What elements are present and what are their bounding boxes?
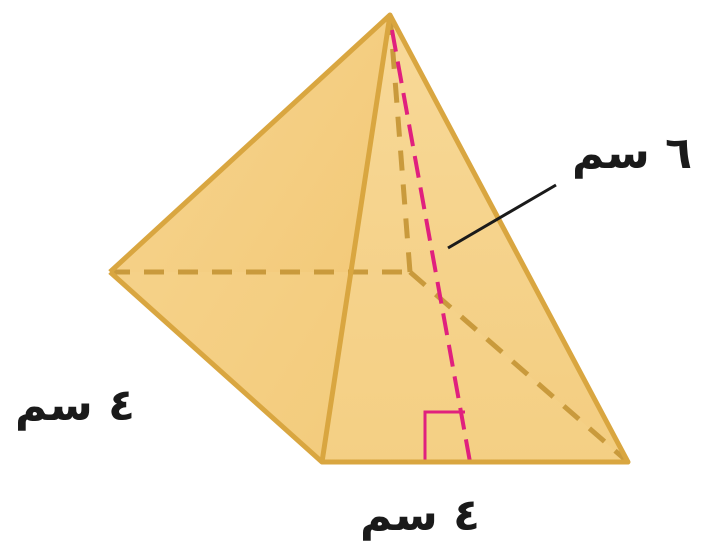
hidden-edge-apex-to-back — [387, 14, 413, 273]
slant-height-label: ٦ سم — [572, 128, 692, 179]
bottom-side-label: ٤ سم — [360, 490, 480, 541]
left-face — [110, 15, 390, 462]
hidden-base-tint — [110, 272, 628, 462]
hidden-edge-back-right — [408, 270, 630, 464]
slant-height-line — [390, 29, 472, 463]
slant-height-leader-line — [447, 183, 557, 250]
front-left-edge — [319, 14, 393, 463]
right-angle-marker — [423, 410, 465, 462]
visible-edges — [108, 12, 631, 465]
left-side-label: ٤ سم — [15, 380, 135, 431]
